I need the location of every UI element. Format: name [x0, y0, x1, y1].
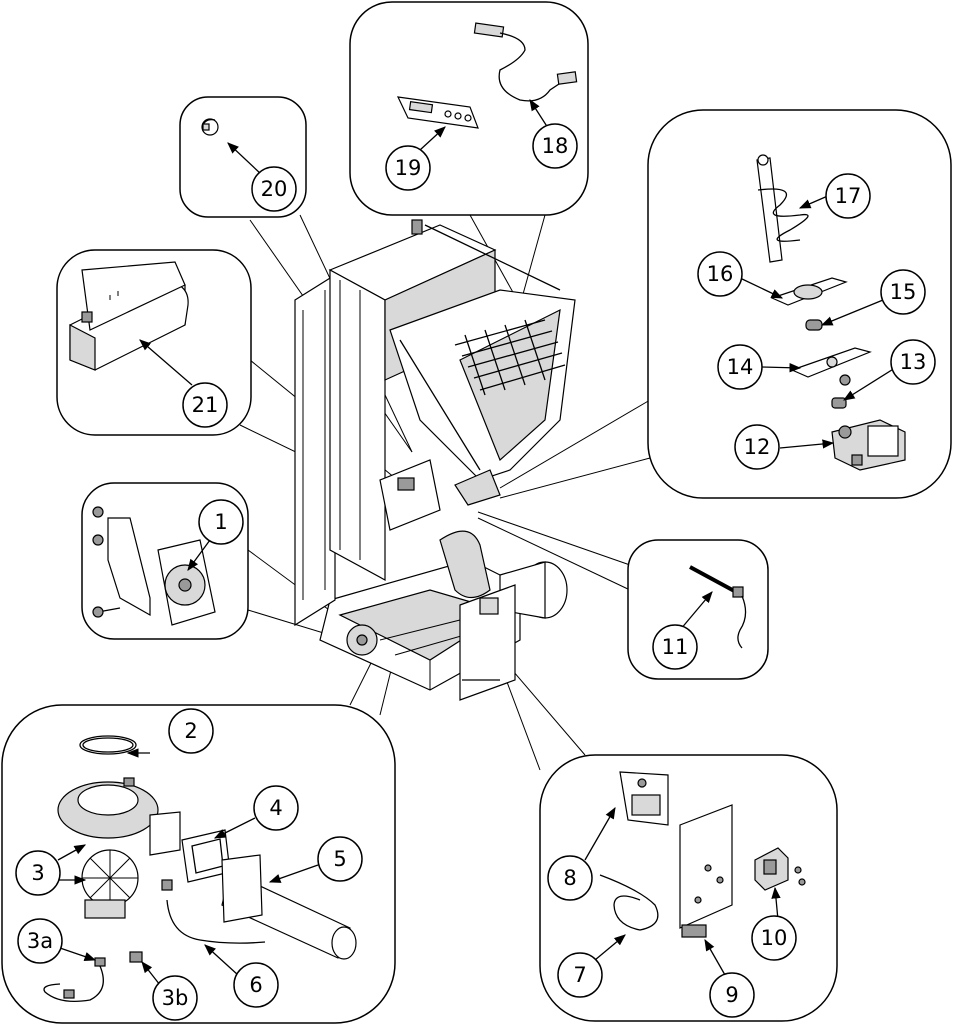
harness-part [43, 957, 106, 1003]
coupling-part [831, 397, 847, 409]
callout-8: 8 [547, 855, 593, 901]
callout-10: 10 [751, 915, 797, 961]
switch-part [129, 951, 143, 963]
callout-1: 1 [198, 499, 244, 545]
heater-cartridge-part [69, 261, 189, 371]
callout-15: 15 [880, 269, 926, 315]
svg-text:11: 11 [662, 635, 689, 659]
svg-text:3b: 3b [162, 986, 189, 1010]
svg-text:18: 18 [542, 134, 569, 158]
callout-3: 3 [15, 850, 61, 896]
svg-text:10: 10 [761, 926, 788, 950]
callout-18: 18 [532, 123, 578, 169]
auger-part [756, 154, 809, 263]
exhaust-tube-part [221, 854, 357, 960]
detail-box-auger [647, 109, 952, 499]
bushing-part [805, 319, 823, 331]
detail-box-display-cable [349, 1, 589, 216]
callout-17: 17 [825, 173, 871, 219]
fan-motor-part [92, 506, 216, 626]
svg-text:8: 8 [563, 866, 576, 890]
callout-11: 11 [652, 624, 698, 670]
svg-text:13: 13 [900, 350, 927, 374]
svg-text:20: 20 [261, 177, 288, 201]
power-switch-part [754, 847, 806, 891]
svg-text:16: 16 [707, 262, 734, 286]
mounting-plate-part [679, 804, 733, 938]
svg-text:7: 7 [573, 963, 586, 987]
svg-text:3a: 3a [27, 929, 53, 953]
temperature-sensor-part [689, 565, 747, 649]
callout-21: 21 [182, 382, 228, 428]
svg-text:12: 12 [744, 435, 771, 459]
svg-text:2: 2 [184, 719, 197, 743]
svg-text:21: 21 [192, 393, 219, 417]
cable-part [599, 874, 659, 931]
mount-plate-part [790, 347, 872, 378]
svg-text:1: 1 [214, 510, 227, 534]
svg-text:19: 19 [395, 156, 422, 180]
callout-14: 14 [717, 344, 763, 390]
svg-text:5: 5 [333, 847, 346, 871]
washer-part [839, 374, 851, 386]
gasket-part [770, 277, 848, 306]
svg-text:4: 4 [269, 796, 282, 820]
svg-text:14: 14 [727, 355, 754, 379]
blower-housing-part [57, 777, 181, 856]
probe-wire-part [161, 879, 266, 944]
callout-19: 19 [385, 145, 431, 191]
hopper-grid [454, 319, 566, 396]
svg-text:6: 6 [249, 973, 262, 997]
control-board-part [619, 771, 669, 826]
svg-text:3: 3 [31, 861, 44, 885]
callout-12: 12 [734, 424, 780, 470]
callout-16: 16 [697, 251, 743, 297]
detail-box-blower [1, 704, 396, 1024]
detail-box-sensor [627, 539, 769, 680]
callout-2: 2 [168, 708, 214, 754]
clip-part [201, 118, 219, 136]
svg-text:17: 17 [835, 184, 862, 208]
impeller-part [81, 849, 139, 919]
main-boiler-assembly [294, 219, 576, 701]
callout-7: 7 [557, 952, 603, 998]
callout-6: 6 [233, 962, 279, 1008]
callouts: 19 18 20 21 17 16 15 14 13 12 1 11 2 4 5… [15, 123, 936, 1021]
display-panel-part [396, 96, 479, 129]
auger-motor-part [831, 419, 906, 471]
callout-20: 20 [251, 166, 297, 212]
callout-13: 13 [890, 339, 936, 385]
svg-text:15: 15 [890, 280, 917, 304]
o-ring-part [79, 735, 137, 755]
callout-3a: 3a [17, 918, 63, 964]
callout-9: 9 [709, 972, 755, 1018]
svg-text:9: 9 [725, 983, 738, 1007]
callout-3b: 3b [152, 975, 198, 1021]
callout-5: 5 [317, 836, 363, 882]
callout-4: 4 [253, 785, 299, 831]
